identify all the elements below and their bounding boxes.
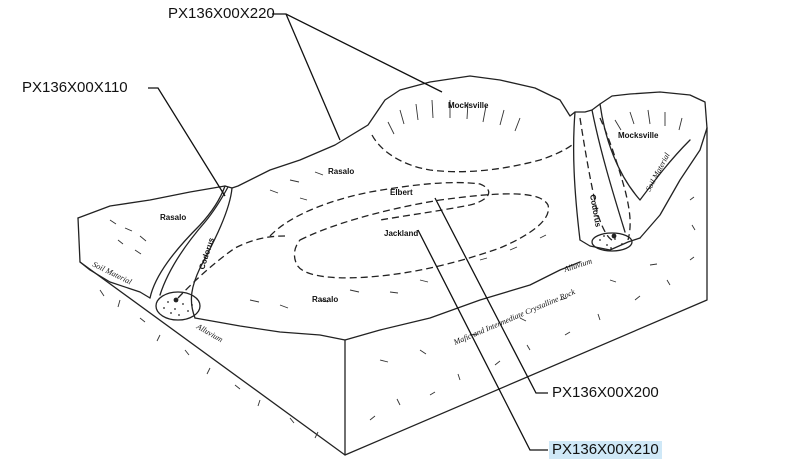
note-bedrock: Mafic and Intermediate Crystalline Rock bbox=[451, 287, 577, 347]
right-alluvium-pocket bbox=[591, 232, 633, 252]
right-upland-boundary bbox=[599, 117, 631, 241]
soil-label-mocksville-right: Mocksville bbox=[618, 131, 659, 140]
block-front-edges bbox=[77, 127, 708, 456]
soil-label-rasalo-left: Rasalo bbox=[160, 213, 186, 222]
leader-110 bbox=[148, 87, 226, 197]
leader-210 bbox=[417, 229, 548, 451]
elbert-boundary bbox=[269, 181, 490, 237]
callout-px136x00x200: PX136X00X200 bbox=[552, 384, 659, 401]
codorus-left-boundary bbox=[177, 235, 286, 299]
soil-label-jackland: Jackland bbox=[384, 229, 418, 238]
front-right-top-edge bbox=[344, 127, 708, 341]
front-left-top-edge bbox=[79, 261, 346, 341]
soil-label-rasalo-upper: Rasalo bbox=[328, 167, 354, 176]
right-valley bbox=[572, 109, 626, 241]
soil-label-rasalo-lower: Rasalo bbox=[312, 295, 338, 304]
rock-marks bbox=[99, 196, 696, 439]
leader-200 bbox=[434, 197, 548, 394]
codorus-right-boundary bbox=[579, 117, 613, 241]
alluvium-stipple bbox=[163, 233, 623, 316]
note-alluvium-right: Alluvium bbox=[562, 256, 593, 274]
soil-label-mocksville-top: Mocksville bbox=[448, 101, 489, 110]
soil-label-codorus-right: Codorus bbox=[588, 194, 603, 228]
jackland-boundary bbox=[293, 193, 550, 279]
callout-px136x00x110: PX136X00X110 bbox=[22, 79, 128, 96]
leader-lines bbox=[148, 13, 548, 451]
left-valley-inner bbox=[159, 186, 229, 296]
mocksville-boundary bbox=[371, 134, 573, 173]
block-top-outline bbox=[77, 75, 708, 219]
note-alluvium-left: Alluvium bbox=[194, 321, 225, 344]
leader-220-a bbox=[272, 13, 443, 93]
callout-px136x00x210: PX136X00X210 bbox=[549, 441, 662, 459]
left-valley bbox=[149, 185, 233, 319]
left-alluvium-pocket bbox=[155, 291, 201, 321]
note-soil-material-right: Soil Material bbox=[644, 151, 672, 193]
leader-220-b bbox=[285, 13, 341, 141]
terrain-hatching bbox=[109, 99, 683, 309]
soil-label-elbert: Elbert bbox=[390, 188, 413, 197]
callout-px136x00x220: PX136X00X220 bbox=[168, 5, 275, 22]
